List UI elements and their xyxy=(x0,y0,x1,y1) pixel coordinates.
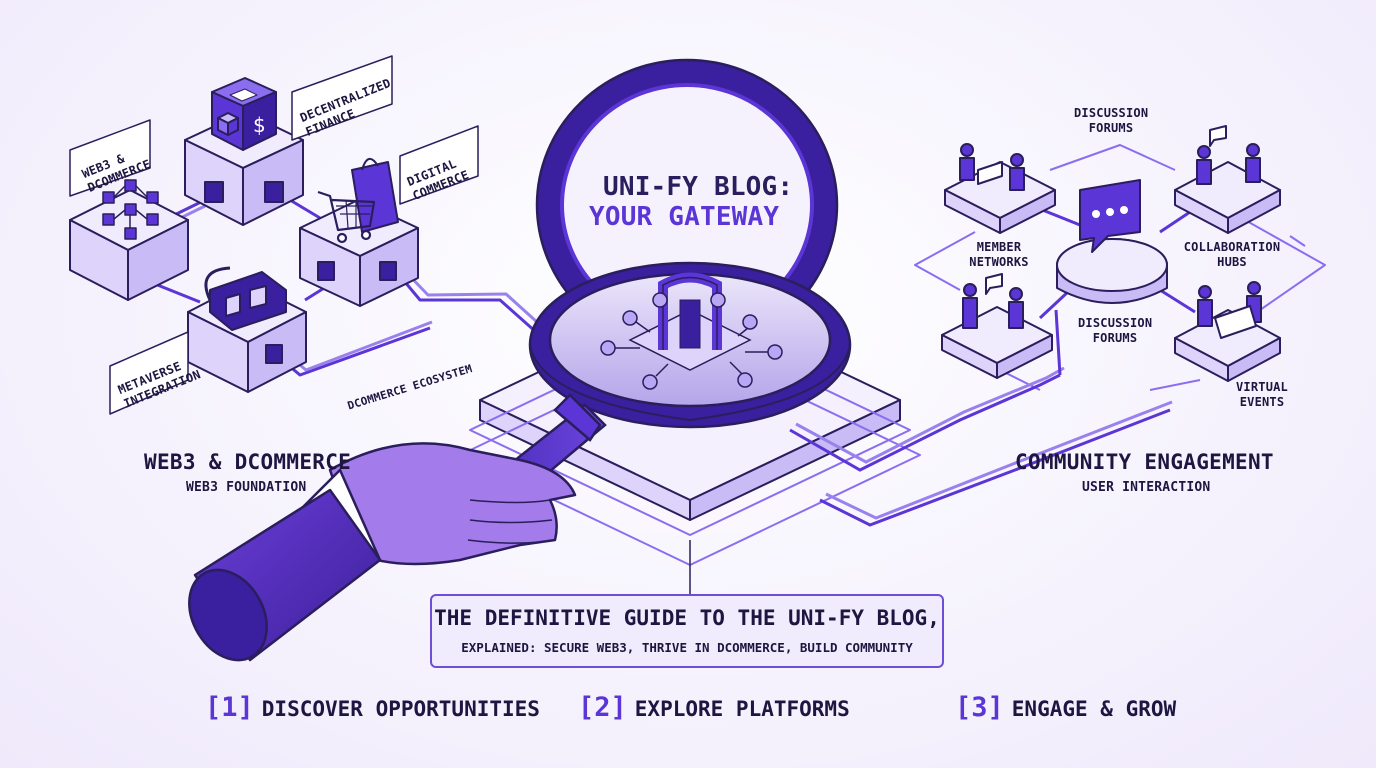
step-3-number: [3] xyxy=(955,692,1004,723)
portal-gate-icon xyxy=(628,272,752,371)
label-virtual-events: VIRTUAL EVENTS xyxy=(1236,380,1288,409)
left-section-title: WEB3 & DCOMMERCE xyxy=(144,450,352,474)
step-1-label: DISCOVER OPPORTUNITIES xyxy=(261,697,540,721)
hand-icon xyxy=(188,442,577,662)
platform-top-left xyxy=(944,143,1056,234)
people-icon xyxy=(962,273,1024,329)
step-2-label: EXPLORE PLATFORMS xyxy=(634,697,850,721)
community-cluster xyxy=(914,125,1326,391)
defi-block: $ xyxy=(184,77,304,226)
small-cube-icon xyxy=(217,112,239,136)
guide-title: THE DEFINITIVE GUIDE TO THE UNI-FY BLOG, xyxy=(434,606,940,630)
page-title-line-2: YOUR GATEWAY xyxy=(589,202,780,232)
network-nodes-icon xyxy=(102,179,159,240)
vr-headset-icon xyxy=(204,266,287,331)
platform-bottom-left xyxy=(941,273,1053,379)
step-3: [3] ENGAGE & GROW xyxy=(955,692,1176,723)
shopping-cart-icon xyxy=(317,190,376,244)
step-1-number: [1] xyxy=(205,692,254,723)
right-section-subtitle: USER INTERACTION xyxy=(1082,480,1211,495)
people-icon xyxy=(1197,281,1262,339)
page-title-line-1: UNI-FY BLOG: xyxy=(603,172,794,202)
right-pipes xyxy=(789,309,1173,527)
label-collaboration-hubs: COLLABORATION HUBS xyxy=(1183,240,1281,269)
left-section-subtitle: WEB3 FOUNDATION xyxy=(186,480,307,495)
right-section-title: COMMUNITY ENGAGEMENT xyxy=(1015,450,1274,474)
circuit-nodes xyxy=(600,292,783,390)
platform-bottom-right xyxy=(1174,281,1281,382)
svg-text:$: $ xyxy=(253,113,266,137)
web3-cluster: $ xyxy=(69,55,550,415)
label-discussion-forums-bottom: DISCUSSION FORUMS xyxy=(1078,316,1153,345)
commerce-block xyxy=(299,158,419,307)
people-icon xyxy=(959,143,1025,191)
step-1: [1] DISCOVER OPPORTUNITIES xyxy=(205,692,540,723)
chat-hub xyxy=(1056,179,1168,304)
chat-bubble-icon xyxy=(1079,179,1141,253)
web3-block xyxy=(69,179,189,301)
platform-top-right xyxy=(1174,125,1281,234)
step-2: [2] EXPLORE PLATFORMS xyxy=(578,692,850,723)
community-loop-arrows xyxy=(914,144,1326,391)
label-member-networks: MEMBER NETWORKS xyxy=(969,240,1029,269)
step-3-label: ENGAGE & GROW xyxy=(1011,697,1177,721)
label-discussion-forums-top: DISCUSSION FORUMS xyxy=(1074,106,1149,135)
guide-subtitle: EXPLAINED: SECURE WEB3, THRIVE IN DCOMME… xyxy=(461,640,913,655)
guide-banner: THE DEFINITIVE GUIDE TO THE UNI-FY BLOG,… xyxy=(430,594,944,668)
dollar-cube-icon: $ xyxy=(211,77,277,151)
people-icon xyxy=(1196,125,1261,185)
step-2-number: [2] xyxy=(578,692,627,723)
metaverse-block xyxy=(187,266,307,393)
